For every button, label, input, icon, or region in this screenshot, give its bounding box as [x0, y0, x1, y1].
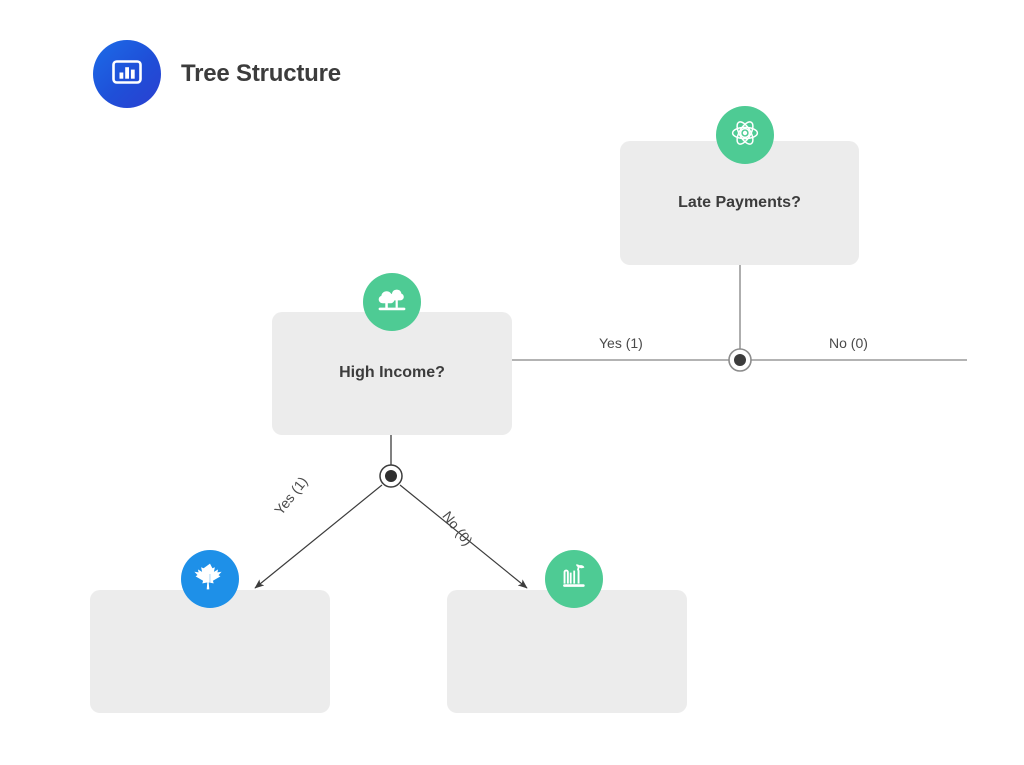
edge-label-high-income-yes: Yes (1) — [271, 473, 311, 518]
page-title: Tree Structure — [181, 60, 341, 87]
node-late-payments-badge — [716, 106, 774, 164]
junction-high-income-dot — [385, 470, 397, 482]
node-high-income-label: High Income? — [339, 364, 445, 382]
node-high-income[interactable]: High Income? — [272, 312, 512, 435]
node-leaf-yes[interactable] — [90, 590, 330, 713]
node-leaf-no-badge — [545, 550, 603, 608]
edge-high-income-yes — [254, 484, 383, 589]
bar-chart-icon — [109, 54, 145, 95]
junction-high-income-ring — [379, 464, 403, 488]
junction-late-payments-ring — [728, 348, 752, 372]
plant-sprout-icon — [558, 561, 590, 598]
node-late-payments-label: Late Payments? — [678, 193, 801, 211]
trees-icon — [376, 284, 408, 321]
page-header: Tree Structure — [93, 40, 341, 108]
edge-label-late-payments-no: No (0) — [829, 335, 868, 351]
atom-icon — [729, 117, 761, 154]
node-leaf-yes-badge — [181, 550, 239, 608]
node-leaf-no[interactable] — [447, 590, 687, 713]
brand-badge — [93, 40, 161, 108]
maple-leaf-icon — [194, 561, 226, 598]
junction-late-payments-dot — [734, 354, 746, 366]
node-high-income-badge — [363, 273, 421, 331]
edge-label-late-payments-yes: Yes (1) — [599, 335, 643, 351]
edge-label-high-income-no: No (0) — [439, 508, 476, 549]
